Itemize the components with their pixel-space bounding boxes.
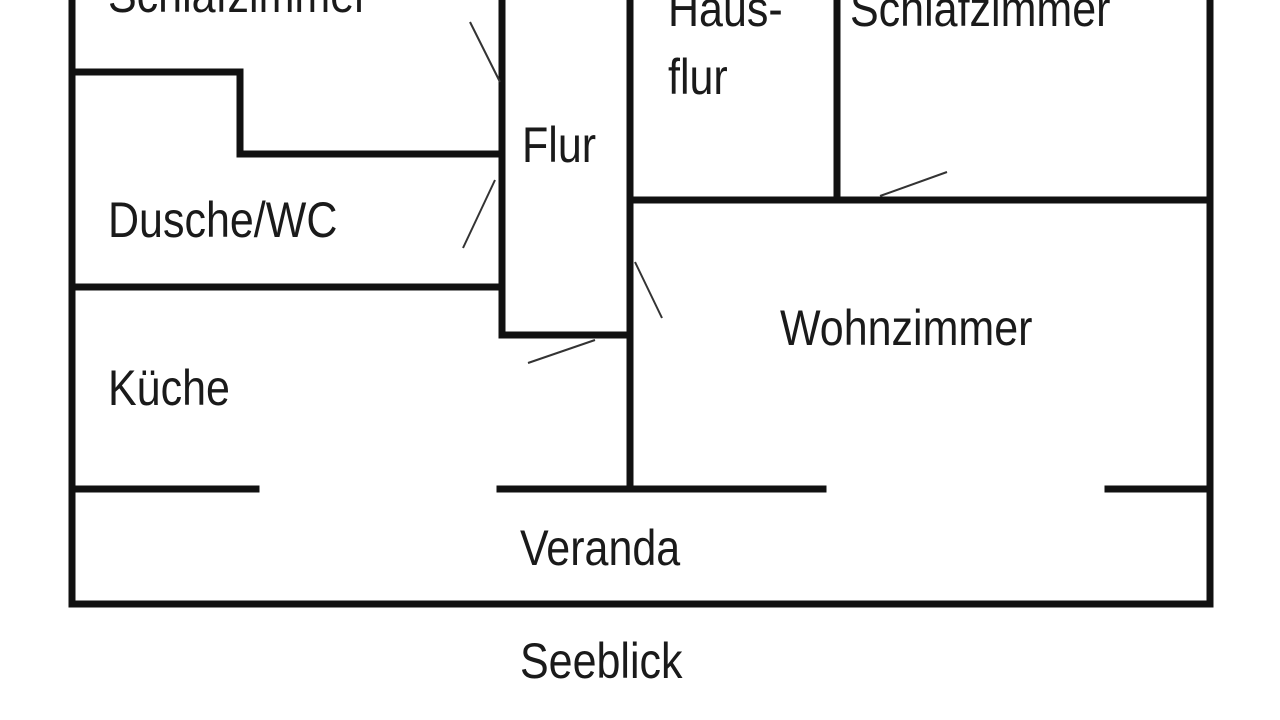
room-label-kitchen: Küche: [108, 360, 230, 416]
room-label-bedroom-right: Schlafzimmer: [850, 0, 1111, 37]
room-label-hall: Flur: [522, 117, 597, 173]
room-label-shower-wc: Dusche/WC: [108, 192, 338, 248]
door-bath: [462, 179, 496, 249]
room-label-hausflur-2: flur: [668, 49, 728, 105]
door-living: [634, 261, 663, 319]
label-lake-view: Seeblick: [520, 633, 683, 689]
room-label-veranda: Veranda: [520, 520, 681, 576]
room-label-hausflur-1: Haus-: [668, 0, 783, 37]
door-bedroom: [469, 21, 501, 83]
room-label-bedroom-left: Schlafzimmer: [108, 0, 368, 20]
room-label-living-room: Wohnzimmer: [780, 300, 1033, 356]
door-kitchen: [527, 339, 596, 364]
wall-bedroom-bath: [68, 68, 504, 158]
door-bedroom-right: [879, 171, 948, 197]
